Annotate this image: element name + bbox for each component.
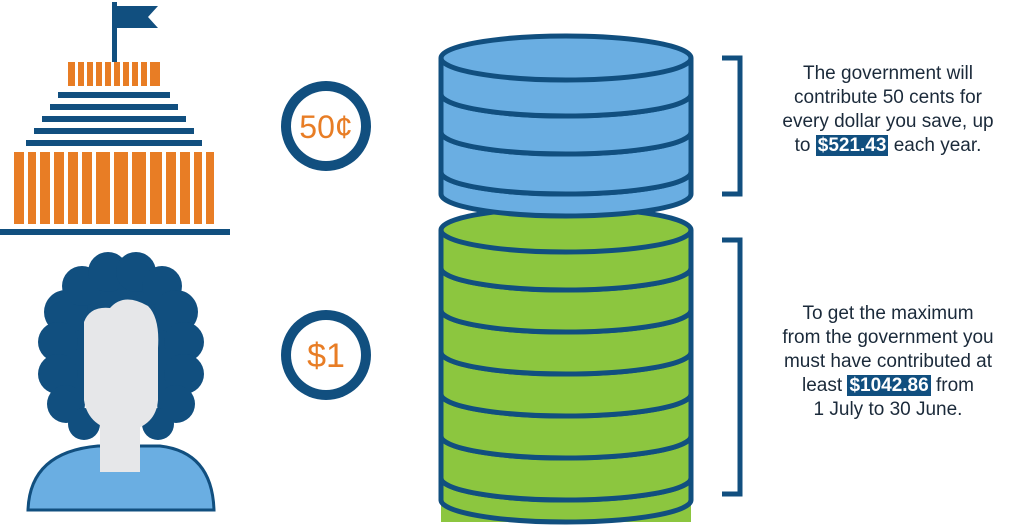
blue-coins — [438, 33, 694, 219]
coin-stack — [438, 33, 694, 525]
government-bracket — [722, 55, 743, 197]
government-max-amount: $521.43 — [815, 135, 889, 156]
government-note-line-3: every dollar you save, up — [782, 111, 994, 132]
green-coins — [438, 205, 694, 525]
government-note-line-2: contribute 50 cents for — [794, 87, 982, 108]
personal-min-amount: $1042.86 — [847, 375, 931, 396]
fifty-cent-badge: 50¢ — [281, 81, 371, 171]
personal-note-line-2: from the government you — [782, 327, 994, 348]
personal-note-line-5: 1 July to 30 June. — [813, 399, 963, 420]
government-note-line-1: The government will — [802, 63, 974, 84]
personal-note-prefix: least — [802, 375, 843, 396]
one-dollar-badge: $1 — [281, 310, 371, 400]
one-dollar-label: $1 — [307, 337, 345, 375]
person-icon — [26, 252, 216, 512]
government-note-prefix: to — [794, 135, 811, 156]
government-note-line-4: to $521.43 each year. — [752, 134, 1024, 158]
personal-note-suffix: from — [935, 375, 974, 396]
personal-bracket — [722, 237, 743, 497]
fifty-cent-label: 50¢ — [299, 109, 352, 145]
personal-note-line-1: To get the maximum — [802, 303, 974, 324]
personal-note-line-4: least $1042.86 from — [752, 374, 1024, 398]
personal-note-line-3: must have contributed at — [783, 351, 993, 372]
personal-contribution-note: To get the maximum from the government y… — [752, 302, 1024, 422]
parliament-building-icon — [0, 2, 230, 235]
government-note-suffix: each year. — [893, 135, 982, 156]
government-contribution-note: The government will contribute 50 cents … — [752, 62, 1024, 158]
